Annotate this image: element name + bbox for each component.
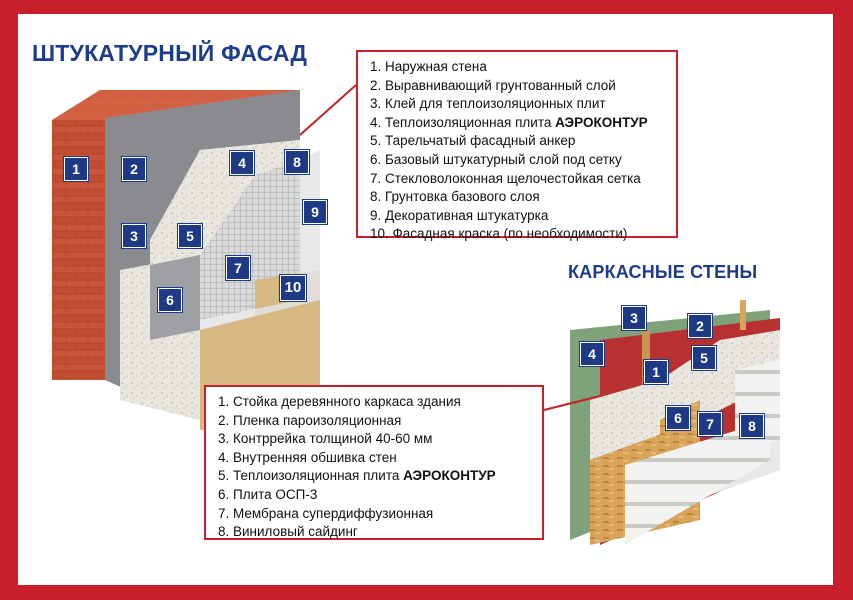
legend-item: 3. Клей для теплоизоляционных плит [370, 96, 606, 112]
marker-10: 10 [280, 275, 306, 301]
frame-marker-8: 8 [740, 414, 764, 438]
legend-item: 8. Виниловый сайдинг [218, 524, 358, 540]
frame-marker-1: 1 [644, 360, 668, 384]
legend-item: 2. Пленка пароизоляционная [218, 412, 402, 428]
legend-item: 8. Грунтовка базового слоя [370, 189, 540, 205]
legend-item: 1. Стойка деревянного каркаса здания [218, 394, 461, 409]
frame-marker-3: 3 [622, 306, 646, 330]
frame-marker-6: 6 [666, 406, 690, 430]
frame-wall-legend: 1. Стойка деревянного каркаса здания 2. … [204, 385, 544, 540]
frame-marker-7: 7 [698, 412, 722, 436]
frame-marker-2: 2 [688, 314, 712, 338]
frame-wall-title: КАРКАСНЫЕ СТЕНЫ [568, 262, 758, 282]
facade-illustration [52, 84, 357, 430]
marker-1: 1 [64, 157, 88, 181]
legend-item: 7. Мембрана супердиффузионная [218, 505, 434, 521]
vinyl-siding [625, 420, 770, 545]
marker-4: 4 [230, 151, 254, 175]
legend-item: 10. Фасадная краска (по необходимости) [370, 226, 628, 242]
marker-7: 7 [226, 256, 250, 280]
frame-insulation [590, 330, 780, 460]
facade-title: ШТУКАТУРНЫЙ ФАСАД [32, 40, 308, 66]
legend-item: 1. Наружная стена [370, 59, 487, 74]
legend-item: 4. Теплоизоляционная плита АЭРОКОНТУР [370, 114, 648, 130]
marker-8: 8 [285, 150, 309, 174]
legend-item: 3. Контррейка толщиной 40-60 мм [218, 431, 433, 447]
legend-item: 9. Декоративная штукатурка [370, 207, 549, 223]
legend-item: 2. Выравнивающий грунтованный слой [370, 77, 616, 93]
facade-legend: 1. Наружная стена 2. Выравнивающий грунт… [356, 50, 678, 241]
marker-3: 3 [122, 224, 146, 248]
frame-marker-4: 4 [580, 342, 604, 366]
legend-item: 5. Тарельчатый фасадный анкер [370, 133, 576, 149]
frame-marker-5: 5 [692, 346, 716, 370]
legend-item: 7. Стекловолоконная щелочестойкая сетка [370, 170, 641, 186]
marker-9: 9 [303, 200, 327, 224]
legend-item: 6. Плита ОСП-3 [218, 486, 318, 502]
marker-5: 5 [178, 224, 202, 248]
primer-layer [105, 90, 300, 400]
marker-2: 2 [122, 157, 146, 181]
legend-item: 4. Внутренняя обшивка стен [218, 449, 397, 465]
legend-item: 5. Теплоизоляционная плита АЭРОКОНТУР [218, 468, 496, 484]
marker-6: 6 [158, 288, 182, 312]
legend-item: 6. Базовый штукатурный слой под сетку [370, 151, 622, 167]
